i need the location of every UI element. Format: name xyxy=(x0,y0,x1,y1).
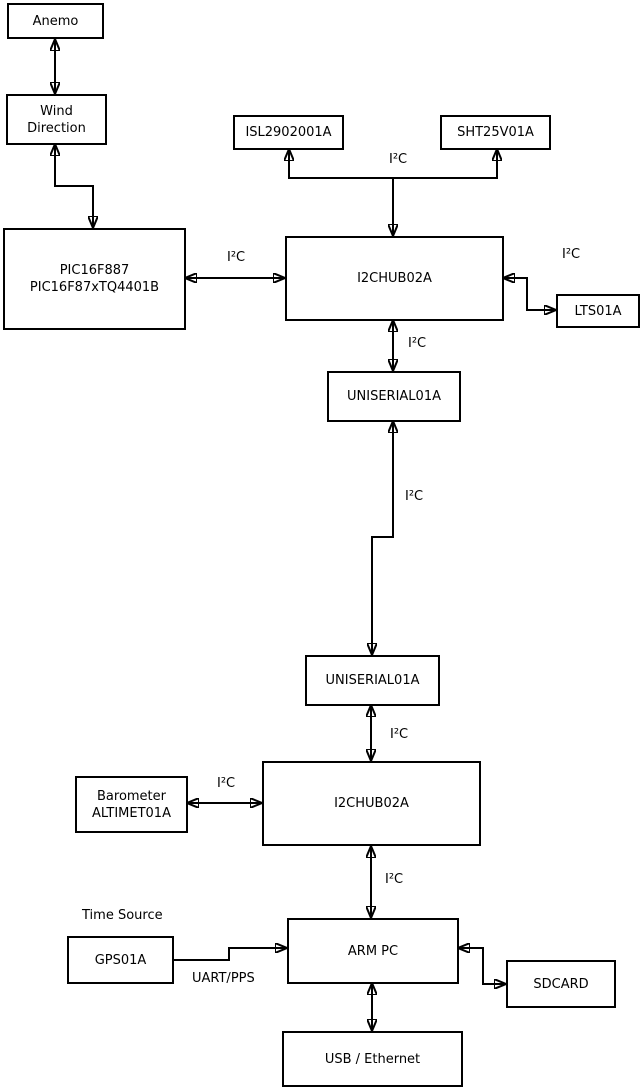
node-usb-ethernet-label: USB / Ethernet xyxy=(324,1051,421,1067)
node-isl2902001a-label: ISL2902001A xyxy=(245,125,332,140)
edge-gps-armpc xyxy=(173,948,287,961)
edge-uni1-uni2 xyxy=(372,421,393,655)
node-arm-pc-label: ARM PC xyxy=(347,943,399,959)
node-sht25v01a: SHT25V01A xyxy=(440,115,551,150)
node-lts01a-label: LTS01A xyxy=(574,303,622,319)
edge-label-i2c-hub2-arm: I²C xyxy=(385,872,404,887)
edge-armpc-sdcard xyxy=(458,948,506,984)
node-barometer: Barometer ALTIMET01A xyxy=(75,776,188,833)
node-isl2902001a: ISL2902001A xyxy=(233,115,344,150)
node-i2chub-upper: I2CHUB02A xyxy=(285,236,504,321)
node-barometer-label-line2: ALTIMET01A xyxy=(92,805,171,821)
node-i2chub-lower-label: I2CHUB02A xyxy=(334,796,409,811)
node-sdcard-label: SDCARD xyxy=(533,976,589,992)
node-arm-pc: ARM PC xyxy=(287,918,459,984)
node-lts01a: LTS01A xyxy=(556,294,640,328)
node-i2chub-upper-label: I2CHUB02A xyxy=(357,271,432,286)
node-wind-direction-label-line1: Wind xyxy=(40,103,73,119)
node-uniserial-lower: UNISERIAL01A xyxy=(305,655,440,706)
edge-label-i2c-uni2-hub2: I²C xyxy=(390,727,409,742)
node-sht25v01a-label: SHT25V01A xyxy=(457,125,534,140)
node-anemo: Anemo xyxy=(7,3,104,39)
node-uniserial-lower-label: UNISERIAL01A xyxy=(325,673,420,688)
node-wind-direction-label-line2: Direction xyxy=(27,120,86,136)
node-barometer-label-line1: Barometer xyxy=(97,788,166,804)
edge-label-i2c-hub1-lts: I²C xyxy=(562,247,581,262)
node-wind-direction: Wind Direction xyxy=(6,94,107,145)
node-sdcard: SDCARD xyxy=(506,960,616,1008)
node-pic-label-line2: PIC16F87xTQ4401B xyxy=(29,280,160,295)
label-time-source: Time Source xyxy=(82,908,163,923)
edge-hub1-lts xyxy=(503,278,556,310)
node-uniserial-upper: UNISERIAL01A xyxy=(327,371,461,422)
node-anemo-label: Anemo xyxy=(32,13,79,29)
edge-label-i2c-uni1-uni2: I²C xyxy=(405,489,424,504)
node-gps01a: GPS01A xyxy=(67,936,174,984)
edge-label-uart-pps: UART/PPS xyxy=(192,971,255,986)
node-pic-label-line1: PIC16F887 xyxy=(59,263,130,278)
edge-label-i2c-pic-hub1: I²C xyxy=(227,250,246,265)
edge-wind-pic xyxy=(55,144,93,228)
edge-label-i2c-baro-hub2: I²C xyxy=(217,776,236,791)
edge-label-i2c-sensors: I²C xyxy=(389,152,408,167)
node-pic: PIC16F887 PIC16F87xTQ4401B xyxy=(3,228,186,330)
edge-label-i2c-hub1-uni1: I²C xyxy=(408,336,427,351)
node-gps01a-label: GPS01A xyxy=(94,952,147,968)
node-uniserial-upper-label: UNISERIAL01A xyxy=(347,389,441,404)
node-i2chub-lower: I2CHUB02A xyxy=(262,761,481,846)
node-usb-ethernet: USB / Ethernet xyxy=(282,1031,463,1087)
